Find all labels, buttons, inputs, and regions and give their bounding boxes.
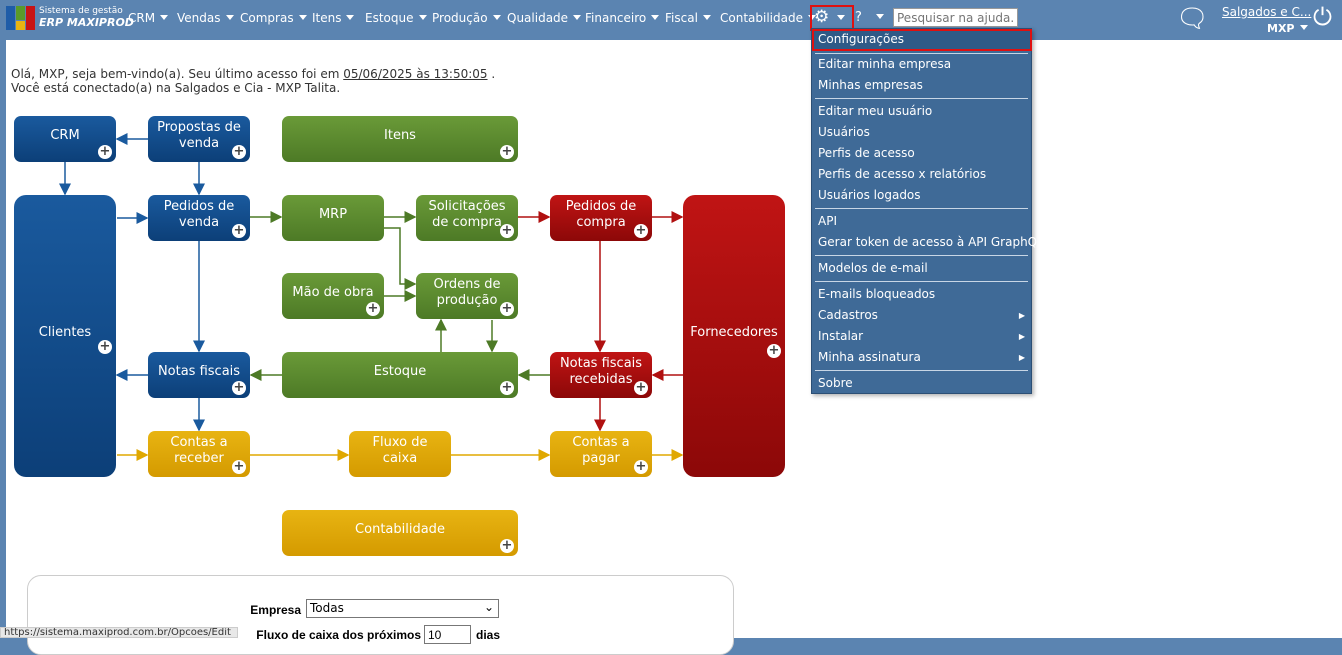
dias-input[interactable] — [424, 625, 471, 644]
crm-box[interactable]: CRM+ — [14, 116, 116, 162]
nav-itens[interactable]: Itens — [312, 11, 355, 25]
dias-label: dias — [476, 628, 501, 642]
menu-item-minhas-empresas[interactable]: Minhas empresas — [818, 78, 923, 92]
nav-qualidade[interactable]: Qualidade — [507, 11, 582, 25]
nav-crm[interactable]: CRM — [128, 11, 169, 25]
pedidos-compra-box[interactable]: Pedidos de compra+ — [550, 195, 652, 241]
menu-item-api[interactable]: API — [818, 214, 837, 228]
plus-icon[interactable]: + — [232, 459, 246, 474]
ordens-box[interactable]: Ordens de produção+ — [416, 273, 518, 319]
help-search-input[interactable] — [893, 8, 1018, 27]
menu-item-emails-bloqueados[interactable]: E-mails bloqueados — [818, 287, 936, 301]
plus-icon[interactable]: + — [634, 380, 648, 395]
fornecedores-box[interactable]: Fornecedores+ — [683, 195, 785, 477]
menu-item-cadastros[interactable]: Cadastros — [818, 308, 878, 322]
plus-icon[interactable]: + — [500, 301, 514, 316]
nav-producao[interactable]: Produção — [432, 11, 501, 25]
menu-item-usuarios[interactable]: Usuários — [818, 125, 870, 139]
plus-icon[interactable]: + — [232, 223, 246, 238]
maxiprod-logo[interactable] — [6, 6, 36, 30]
help-icon: ? — [855, 10, 862, 25]
empresa-label: Empresa — [250, 603, 301, 617]
plus-icon[interactable]: + — [500, 538, 514, 553]
plus-icon[interactable]: + — [232, 144, 246, 159]
nav-estoque[interactable]: Estoque — [365, 11, 427, 25]
estoque-box[interactable]: Estoque+ — [282, 352, 518, 398]
fluxo-caixa-box[interactable]: Fluxo de caixa — [349, 431, 451, 477]
menu-item-token-graphql[interactable]: Gerar token de acesso à API GraphQL — [818, 235, 1044, 249]
pedidos-venda-box[interactable]: Pedidos de venda+ — [148, 195, 250, 241]
plus-icon[interactable]: + — [634, 459, 648, 474]
help-menu-button[interactable]: ? — [855, 10, 884, 25]
menu-item-editar-usuario[interactable]: Editar meu usuário — [818, 104, 933, 118]
contas-pagar-box[interactable]: Contas a pagar+ — [550, 431, 652, 477]
nav-financeiro[interactable]: Financeiro — [585, 11, 660, 25]
plus-icon[interactable]: + — [98, 339, 112, 354]
nav-fiscal[interactable]: Fiscal — [665, 11, 711, 25]
contabilidade-box[interactable]: Contabilidade+ — [282, 510, 518, 556]
welcome-message: Olá, MXP, seja bem-vindo(a). Seu último … — [11, 67, 496, 95]
solicitacoes-box[interactable]: Solicitações de compra+ — [416, 195, 518, 241]
company-link[interactable]: Salgados e C... — [1222, 5, 1312, 19]
menu-item-sobre[interactable]: Sobre — [818, 376, 853, 390]
plus-icon[interactable]: + — [767, 343, 781, 358]
chevron-right-icon: ▶ — [1018, 353, 1025, 362]
clientes-box[interactable]: Clientes+ — [14, 195, 116, 477]
chevron-right-icon: ▶ — [1018, 311, 1025, 320]
last-access-link[interactable]: 05/06/2025 às 13:50:05 — [343, 67, 488, 81]
nav-vendas[interactable]: Vendas — [177, 11, 234, 25]
notas-fiscais-box[interactable]: Notas fiscais+ — [148, 352, 250, 398]
menu-item-editar-empresa[interactable]: Editar minha empresa — [818, 57, 952, 71]
menu-item-usuarios-logados[interactable]: Usuários logados — [818, 188, 921, 202]
menu-item-perfis[interactable]: Perfis de acesso — [818, 146, 915, 160]
itens-box[interactable]: Itens+ — [282, 116, 518, 162]
plus-icon[interactable]: + — [500, 144, 514, 159]
menu-item-minha-assinatura[interactable]: Minha assinatura — [818, 350, 921, 364]
menu-item-perfis-relatorios[interactable]: Perfis de acesso x relatórios — [818, 167, 987, 181]
menu-item-configuracoes-highlight[interactable] — [812, 29, 1032, 51]
menu-item-modelos-email[interactable]: Modelos de e-mail — [818, 261, 928, 275]
nav-compras[interactable]: Compras — [240, 11, 307, 25]
menu-item-instalar[interactable]: Instalar — [818, 329, 864, 343]
plus-icon[interactable]: + — [500, 223, 514, 238]
plus-icon[interactable]: + — [366, 301, 380, 316]
fluxo-label: Fluxo de caixa dos próximos — [256, 628, 421, 642]
user-menu[interactable]: MXP — [1267, 22, 1308, 35]
settings-dropdown: Configurações Editar minha empresa Minha… — [811, 28, 1044, 394]
power-icon[interactable]: ⏻ — [1313, 3, 1332, 31]
contas-receber-box[interactable]: Contas a receber+ — [148, 431, 250, 477]
chat-icon[interactable]: 🗨 — [1176, 4, 1210, 34]
mrp-box[interactable]: MRP — [282, 195, 384, 241]
plus-icon[interactable]: + — [500, 380, 514, 395]
status-bar-url: https://sistema.maxiprod.com.br/Opcoes/E… — [0, 627, 238, 638]
plus-icon[interactable]: + — [98, 144, 112, 159]
empresa-select[interactable]: Todas⌄ — [306, 599, 499, 618]
notas-recebidas-box[interactable]: Notas fiscais recebidas+ — [550, 352, 652, 398]
plus-icon[interactable]: + — [634, 223, 648, 238]
gear-icon: ⚙ — [814, 7, 830, 27]
propostas-box[interactable]: Propostas de venda+ — [148, 116, 250, 162]
flow-arrows — [59, 133, 684, 461]
chevron-down-icon: ⌄ — [483, 600, 494, 614]
plus-icon[interactable]: + — [232, 380, 246, 395]
mao-obra-box[interactable]: Mão de obra+ — [282, 273, 384, 319]
menu-item-configuracoes[interactable]: Configurações — [818, 32, 904, 46]
chevron-right-icon: ▶ — [1018, 332, 1025, 341]
